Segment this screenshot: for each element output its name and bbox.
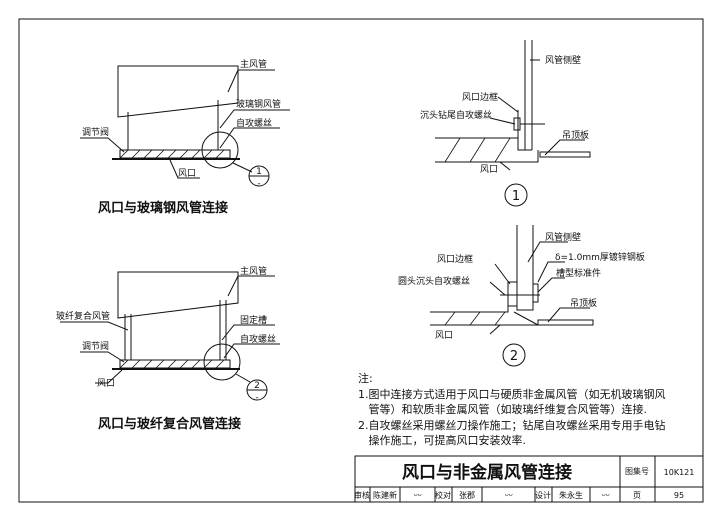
atlas-number: 10K121 [664, 468, 695, 477]
svg-text:风口: 风口 [178, 168, 196, 179]
checker-signature: 〰 [504, 491, 514, 500]
page-number: 95 [674, 491, 684, 500]
svg-text:槽型标准件: 槽型标准件 [556, 267, 601, 279]
svg-text:风口边框: 风口边框 [462, 91, 498, 103]
svg-text:自攻螺丝: 自攻螺丝 [240, 333, 276, 345]
svg-text:自攻螺丝: 自攻螺丝 [236, 117, 272, 129]
notes: 注: 1.图中连接方式适用于风口与硬质非金属风管（如无机玻璃钢风 管等）和软质非… [358, 371, 666, 447]
svg-text:玻纤复合风管: 玻纤复合风管 [56, 310, 110, 322]
svg-text:审核: 审核 [354, 490, 370, 500]
detail-number-2: 2 [510, 349, 518, 364]
svg-text:风管侧壁: 风管侧壁 [545, 54, 581, 66]
caption-b: 风口与玻纤复合风管连接 [98, 416, 241, 432]
caption-a: 风口与玻璃钢风管连接 [98, 200, 228, 216]
svg-text:风口: 风口 [480, 164, 498, 175]
svg-text:风口: 风口 [435, 330, 453, 341]
detail-number-1: 1 [512, 189, 520, 204]
sheet-title: 风口与非金属风管连接 [402, 462, 572, 483]
title-block: 风口与非金属风管连接 图集号 10K121 审核 陈建新 〰 校对 张郡 〰 设… [354, 455, 704, 503]
note-item: 管等）和软质非金属风管（如玻璃纤维复合风管等）连接. [358, 402, 647, 416]
note-item: 1.图中连接方式适用于风口与硬质非金属风管（如无机玻璃钢风 [358, 387, 666, 401]
note-item: 操作施工，可提高风口安装效率. [358, 433, 526, 447]
detail-ref-number: 2 [254, 381, 260, 391]
svg-text:圆头沉头自攻螺丝: 圆头沉头自攻螺丝 [398, 275, 470, 287]
svg-text:调节阀: 调节阀 [82, 127, 109, 138]
svg-text:页: 页 [633, 491, 641, 500]
svg-text:校对: 校对 [435, 490, 451, 500]
svg-text:-: - [257, 179, 260, 189]
svg-text:固定槽: 固定槽 [240, 314, 267, 326]
svg-text:张郡: 张郡 [459, 490, 475, 500]
svg-text:沉头钻尾自攻螺丝: 沉头钻尾自攻螺丝 [420, 109, 492, 121]
detail-ref-number: 1 [256, 167, 262, 177]
drawing-a: 1 - 主风管 玻璃钢风管 自攻螺丝 调节阀 风口 风口与玻璃钢风管连接 [80, 58, 290, 216]
svg-text:风管侧壁: 风管侧壁 [545, 231, 581, 243]
svg-text:图集号: 图集号 [625, 466, 649, 476]
svg-text:玻璃钢风管: 玻璃钢风管 [236, 98, 281, 110]
reviewer-signature: 〰 [413, 491, 423, 500]
svg-text:吊顶板: 吊顶板 [562, 129, 589, 141]
svg-text:朱永生: 朱永生 [559, 490, 583, 500]
detail-2: 风管侧壁 风口边框 圆头沉头自攻螺丝 δ=1.0mm厚镀锌钢板 槽型标准件 吊顶… [398, 225, 645, 367]
svg-text:主风管: 主风管 [240, 58, 267, 70]
designer-signature: 〰 [601, 491, 611, 500]
svg-text:设计: 设计 [535, 490, 551, 500]
svg-text:风口边框: 风口边框 [437, 253, 473, 265]
drawing-b: 2 - 主风管 玻纤复合风管 固定槽 自攻螺丝 调节阀 风口 风口与玻纤复合风管… [56, 265, 280, 432]
note-item: 2.自攻螺丝采用螺丝刀操作施工；钻尾自攻螺丝采用专用手电钻 [358, 418, 666, 432]
svg-text:吊顶板: 吊顶板 [570, 297, 597, 309]
svg-text:注:: 注: [358, 371, 373, 385]
svg-text:主风管: 主风管 [240, 265, 267, 277]
svg-text:陈建新: 陈建新 [373, 490, 397, 500]
svg-text:风口: 风口 [97, 378, 115, 389]
detail-1: 风管侧壁 风口边框 沉头钻尾自攻螺丝 吊顶板 风口 1 [420, 40, 591, 207]
svg-text:δ=1.0mm厚镀锌钢板: δ=1.0mm厚镀锌钢板 [555, 251, 645, 263]
svg-text:调节阀: 调节阀 [82, 341, 109, 352]
svg-text:-: - [255, 393, 258, 403]
